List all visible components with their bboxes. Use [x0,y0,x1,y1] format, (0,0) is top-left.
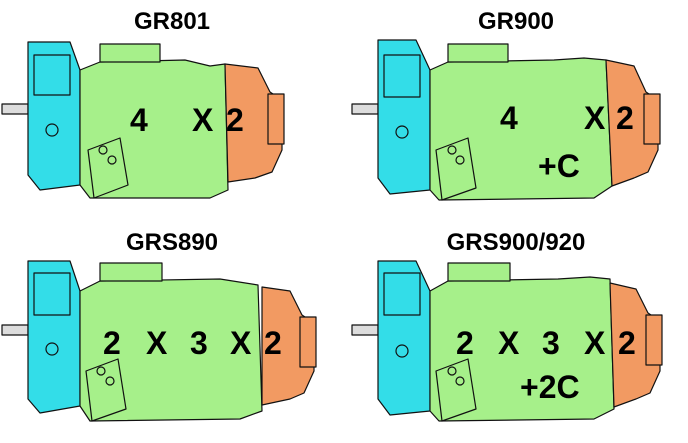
range-count-label: 2 [264,325,282,361]
gear-count-label: 3 [190,325,208,361]
gearbox-panel-gr900: GR900 4 X 2 +C [344,0,688,221]
multiplier-label: X [584,100,606,136]
gear-count-label: 4 [130,102,148,138]
range-count-label: 2 [618,325,636,361]
model-title: GR801 [133,8,211,35]
extra-option-label: +C [538,148,580,184]
gear-count-label: 3 [542,325,560,361]
gearbox-illustration-icon [1,41,285,199]
gearbox-illustration-icon [351,260,663,422]
gearbox-panel-gr801: GR801 4 X 2 [0,0,344,221]
multiplier-label: X [584,325,606,361]
extra-option-label: +2C [520,369,580,405]
multiplier-label: X [146,325,168,361]
model-title: GRS900/920 [446,229,586,256]
range-count-label: 2 [226,102,244,138]
multiplier-label: X [498,325,520,361]
splitter-count-label: 2 [456,325,474,361]
range-count-label: 2 [616,100,634,136]
multiplier-label: X [230,325,252,361]
gearbox-illustration-icon [1,260,317,422]
gearbox-panel-grs900-920: GRS900/920 2 X 3 X 2 +2C [344,221,688,442]
multiplier-label: X [192,102,214,138]
gearbox-panel-grs890: GRS890 2 X 3 X 2 [0,221,344,442]
model-title: GRS890 [125,229,219,256]
gear-count-label: 4 [500,100,518,136]
splitter-count-label: 2 [103,325,121,361]
gearbox-illustration-icon [351,39,661,201]
model-title: GR900 [477,8,555,35]
